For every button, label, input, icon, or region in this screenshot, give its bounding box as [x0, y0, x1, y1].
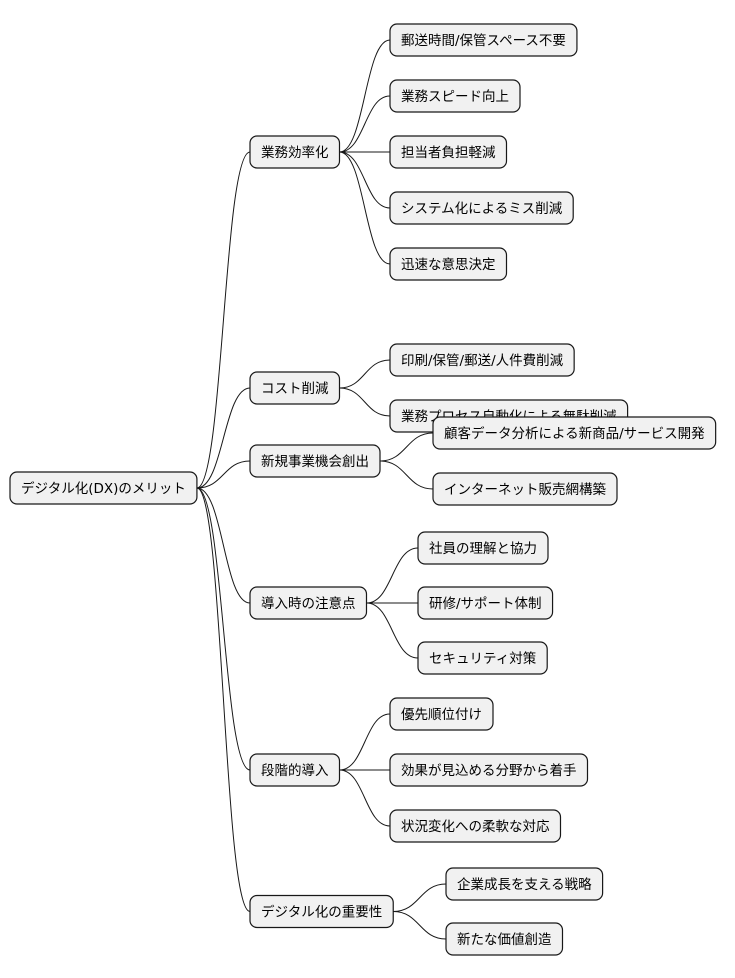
leaf-node-4-2-box	[417, 586, 554, 620]
edge-branch-6-leaf-2	[393, 911, 447, 940]
edge-branch-1-leaf-4	[339, 151, 391, 209]
leaf-node-5-2: 効果が見込める分野から着手	[389, 753, 589, 787]
leaf-node-4-3-label: セキュリティ対策	[429, 650, 537, 667]
edge-root-branch-4	[196, 487, 251, 604]
leaf-node-3-1-box	[432, 416, 717, 450]
leaf-node-1-5-box	[389, 247, 508, 281]
leaf-node-4-1-box	[417, 531, 549, 565]
leaf-node-4-2: 研修/サポート体制	[417, 586, 554, 620]
leaf-node-4-3-box	[417, 641, 548, 675]
leaf-node-6-2-label: 新たな価値創造	[457, 932, 552, 948]
leaf-node-5-2-box	[389, 753, 589, 787]
leaf-node-1-4-label: システム化によるミス削減	[401, 200, 563, 217]
branch-node-3-box	[249, 444, 381, 478]
branch-node-6-label: デジタル化の重要性	[261, 904, 382, 921]
branch-node-6-box	[249, 894, 394, 929]
leaf-node-4-1: 社員の理解と協力	[417, 531, 549, 565]
edge-branch-1-leaf-5	[339, 151, 391, 265]
mindmap-nodes: デジタル化(DX)のメリット 業務効率化 郵送時間/保管スペース不要業務スピード向上…	[9, 23, 717, 956]
branch-node-6: デジタル化の重要性	[249, 894, 394, 929]
edge-root-branch-1	[196, 151, 251, 489]
leaf-node-5-3: 状況変化への柔軟な対応	[389, 809, 562, 843]
leaf-node-2-1-box	[389, 343, 575, 377]
branch-node-4-label: 導入時の注意点	[261, 595, 356, 612]
leaf-node-5-2-label: 効果が見込める分野から着手	[401, 762, 577, 779]
edge-root-branch-2	[196, 387, 251, 489]
leaf-node-1-4-box	[389, 191, 574, 225]
edge-branch-1-leaf-2	[339, 95, 391, 153]
leaf-node-1-5-label: 迅速な意思決定	[401, 256, 496, 273]
leaf-node-1-1-box	[389, 23, 578, 57]
leaf-node-5-1: 優先順位付け	[389, 697, 494, 731]
leaf-node-5-3-label: 状況変化への柔軟な対応	[401, 818, 550, 835]
branch-node-2-label: コスト削減	[261, 380, 329, 397]
branch-node-3: 新規事業機会創出	[249, 444, 381, 478]
branch-node-2-box	[249, 371, 341, 405]
edge-branch-5-leaf-1	[339, 713, 391, 771]
leaf-node-4-3: セキュリティ対策	[417, 641, 548, 675]
branch-node-2: コスト削減	[249, 371, 341, 405]
edge-branch-2-leaf-1	[339, 359, 391, 389]
leaf-node-5-3-box	[389, 809, 562, 843]
branch-node-5-box	[249, 753, 341, 787]
edge-root-branch-5	[196, 487, 251, 771]
branch-node-5: 段階的導入	[249, 753, 341, 787]
branch-node-1: 業務効率化	[249, 135, 341, 169]
edge-branch-6-leaf-1	[393, 883, 447, 912]
leaf-node-3-1-label: 顧客データ分析による新商品/サービス開発	[444, 425, 705, 442]
connector-lines	[196, 39, 447, 940]
leaf-node-4-2-label: 研修/サポート体制	[429, 596, 542, 612]
edge-branch-4-leaf-3	[366, 602, 419, 659]
edge-branch-3-leaf-2	[379, 460, 434, 490]
leaf-node-3-2-label: インターネット販売網構築	[444, 482, 606, 498]
leaf-node-1-2-label: 業務スピード向上	[401, 89, 509, 105]
leaf-node-5-1-box	[389, 697, 494, 731]
edge-branch-1-leaf-1	[339, 39, 391, 153]
branch-node-5-label: 段階的導入	[261, 763, 329, 779]
leaf-node-1-1: 郵送時間/保管スペース不要	[389, 23, 578, 57]
leaf-node-1-4: システム化によるミス削減	[389, 191, 574, 225]
edge-branch-4-leaf-1	[366, 547, 419, 604]
leaf-node-1-3-box	[389, 135, 508, 169]
leaf-node-3-1: 顧客データ分析による新商品/サービス開発	[432, 416, 717, 450]
root-node-box	[9, 471, 198, 505]
edge-root-branch-6	[196, 487, 251, 912]
leaf-node-1-3: 担当者負担軽減	[389, 135, 508, 169]
leaf-node-2-1-label: 印刷/保管/郵送/人件費削減	[401, 352, 564, 369]
leaf-node-3-2: インターネット販売網構築	[432, 472, 618, 506]
root-node-label: デジタル化(DX)のメリット	[21, 480, 186, 497]
root-node: デジタル化(DX)のメリット	[9, 471, 198, 505]
leaf-node-6-1-box	[445, 867, 604, 901]
branch-node-3-label: 新規事業機会創出	[261, 454, 369, 470]
edge-branch-2-leaf-2	[339, 387, 391, 417]
branch-node-1-box	[249, 135, 341, 169]
branch-node-4: 導入時の注意点	[249, 586, 368, 620]
branch-node-1-label: 業務効率化	[261, 144, 329, 161]
leaf-node-5-1-label: 優先順位付け	[401, 707, 482, 723]
leaf-node-6-1-label: 企業成長を支える戦略	[457, 876, 592, 893]
leaf-node-2-1: 印刷/保管/郵送/人件費削減	[389, 343, 575, 377]
leaf-node-4-1-label: 社員の理解と協力	[429, 541, 537, 557]
leaf-node-1-3-label: 担当者負担軽減	[401, 144, 496, 161]
leaf-node-3-2-box	[432, 472, 618, 506]
leaf-node-1-1-label: 郵送時間/保管スペース不要	[401, 33, 566, 49]
leaf-node-1-5: 迅速な意思決定	[389, 247, 508, 281]
leaf-node-1-2-box	[389, 79, 521, 113]
branch-node-4-box	[249, 586, 368, 620]
edge-branch-5-leaf-3	[339, 769, 391, 827]
edge-branch-3-leaf-1	[379, 432, 434, 462]
leaf-node-6-1: 企業成長を支える戦略	[445, 867, 604, 901]
leaf-node-6-2: 新たな価値創造	[445, 922, 564, 956]
edge-root-branch-3	[196, 460, 251, 489]
leaf-node-1-2: 業務スピード向上	[389, 79, 521, 113]
leaf-node-6-2-box	[445, 922, 564, 956]
